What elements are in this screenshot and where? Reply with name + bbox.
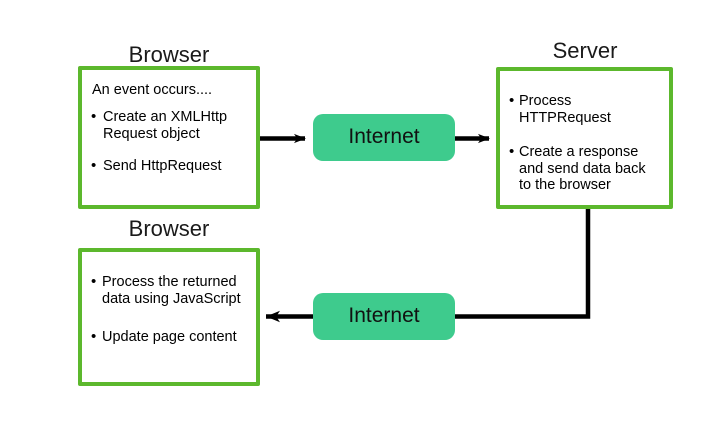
node-browser-bottom-content: Process the returned data using JavaScri… [82, 252, 256, 368]
list-item: Send HttpRequest [90, 157, 248, 175]
node-internet-top: Internet [313, 114, 455, 161]
server-bullet-list: Process HTTPRequest Create a response an… [508, 92, 661, 194]
node-browser-top: An event occurs.... Create an XMLHttp Re… [78, 66, 260, 209]
node-server: Process HTTPRequest Create a response an… [496, 67, 673, 209]
list-item: Process the returned data using JavaScri… [90, 273, 248, 307]
browser-bottom-bullet-list: Process the returned data using JavaScri… [90, 273, 248, 346]
list-item: Create an XMLHttp Request object [90, 108, 248, 142]
browser-top-bullet-list: Create an XMLHttp Request object Send Ht… [90, 108, 248, 175]
node-server-content: Process HTTPRequest Create a response an… [500, 71, 669, 212]
list-item: Create a response and send data back to … [508, 143, 661, 194]
node-internet-bottom: Internet [313, 293, 455, 340]
arrow-server-to-internet-bottom [455, 209, 591, 319]
list-item: Process HTTPRequest [508, 92, 661, 126]
page-title-browser-bottom: Browser [128, 216, 210, 241]
page-title-browser-top: Browser [128, 42, 210, 67]
node-browser-bottom: Process the returned data using JavaScri… [78, 248, 260, 386]
node-browser-top-content: An event occurs.... Create an XMLHttp Re… [82, 70, 256, 191]
browser-top-lead-text: An event occurs.... [92, 82, 213, 98]
page-title-server: Server [552, 38, 618, 63]
list-item: Update page content [90, 328, 248, 346]
